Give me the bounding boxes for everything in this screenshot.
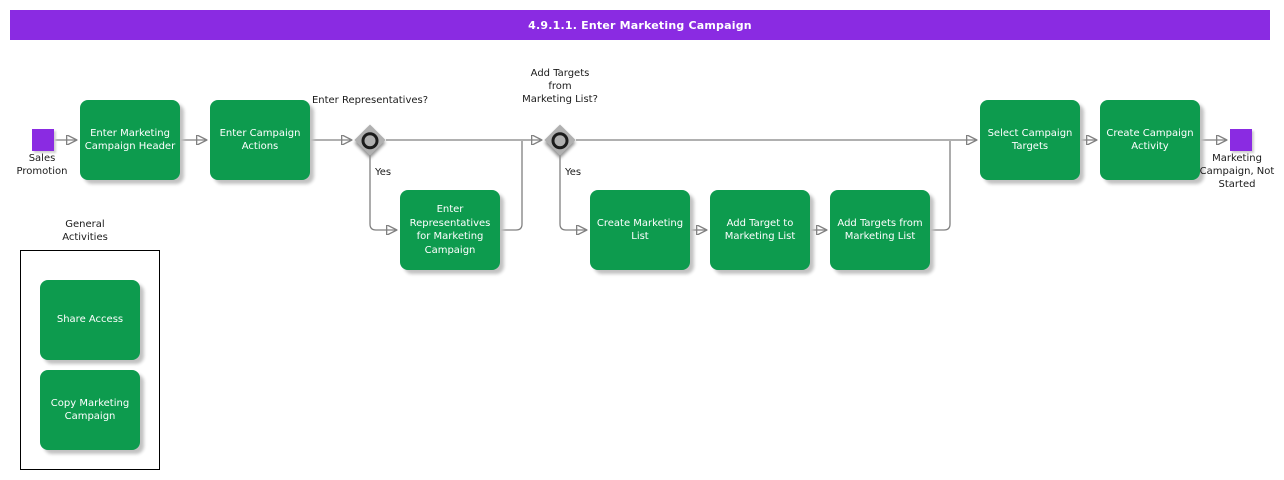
- activity-create-campaign-activity[interactable]: Create Campaign Activity: [1100, 100, 1200, 180]
- activity-enter-representatives-for-marketing-campaign[interactable]: Enter Representatives for Marketing Camp…: [400, 190, 500, 270]
- activity-label: Enter Marketing Campaign Header: [84, 127, 176, 153]
- activity-label: Add Targets from Marketing List: [837, 217, 923, 243]
- activity-label: Add Target to Marketing List: [724, 217, 796, 243]
- diagram-title-bar: 4.9.1.1. Enter Marketing Campaign: [10, 10, 1270, 40]
- activity-add-target-to-marketing-list[interactable]: Add Target to Marketing List: [710, 190, 810, 270]
- activity-copy-marketing-campaign[interactable]: Copy Marketing Campaign: [40, 370, 140, 450]
- activity-share-access[interactable]: Share Access: [40, 280, 140, 360]
- activity-select-campaign-targets[interactable]: Select Campaign Targets: [980, 100, 1080, 180]
- start-event-sales-promotion: [32, 129, 54, 151]
- activity-add-targets-from-marketing-list[interactable]: Add Targets from Marketing List: [830, 190, 930, 270]
- activity-label: Enter Campaign Actions: [219, 127, 301, 153]
- end-event-label: Marketing Campaign, Not Started: [1199, 153, 1275, 190]
- diagram-title: 4.9.1.1. Enter Marketing Campaign: [528, 18, 752, 32]
- activity-label: Copy Marketing Campaign: [50, 397, 130, 423]
- general-activities-label: General Activities: [62, 219, 108, 243]
- activity-label: Select Campaign Targets: [987, 127, 1073, 153]
- end-event-marketing-campaign-not-started: [1230, 129, 1252, 151]
- activity-label: Enter Representatives for Marketing Camp…: [409, 204, 491, 256]
- activity-label: Create Campaign Activity: [1106, 127, 1194, 153]
- activity-enter-campaign-actions[interactable]: Enter Campaign Actions: [210, 100, 310, 180]
- decision-label-enter-representatives: Enter Representatives?: [311, 95, 429, 106]
- yes-branch-label: Yes: [565, 167, 582, 178]
- decision-label-add-targets-from-marketing-list: Add Targets from Marketing List?: [522, 68, 598, 105]
- yes-branch-label: Yes: [375, 167, 392, 178]
- activity-enter-marketing-campaign-header[interactable]: Enter Marketing Campaign Header: [80, 100, 180, 180]
- activity-label: Share Access: [56, 314, 124, 326]
- start-event-label: Sales Promotion: [16, 153, 68, 177]
- activity-create-marketing-list[interactable]: Create Marketing List: [590, 190, 690, 270]
- activity-label: Create Marketing List: [596, 217, 684, 243]
